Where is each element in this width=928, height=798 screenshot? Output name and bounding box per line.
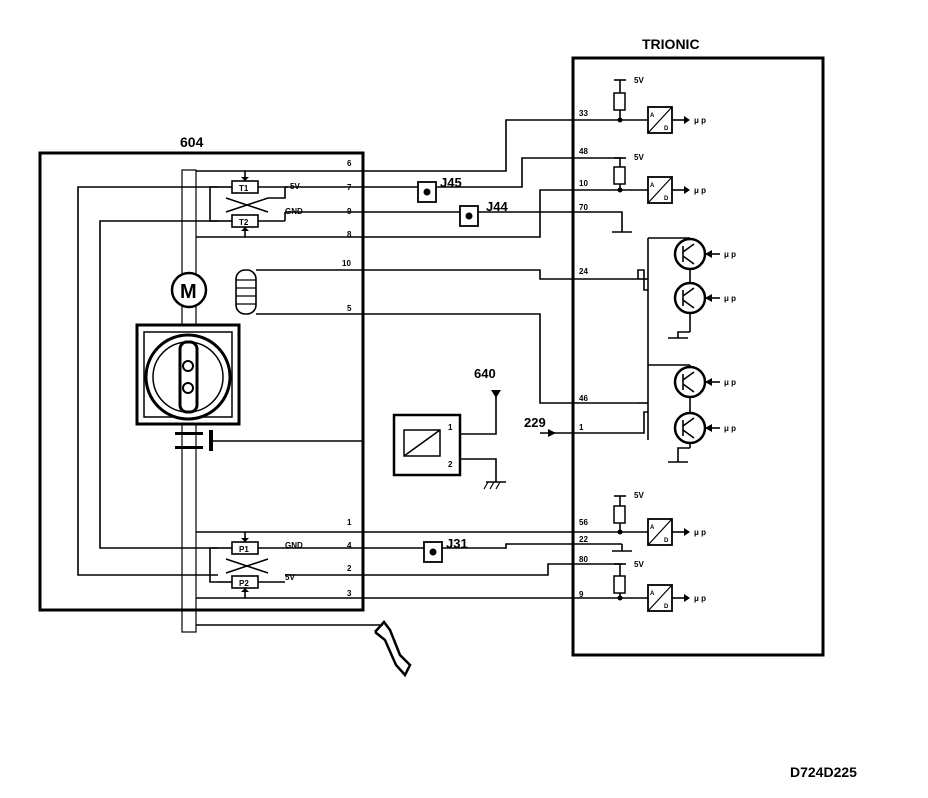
ecu-supply-48: 5V [613, 153, 644, 190]
svg-text:2: 2 [448, 460, 453, 469]
svg-text:70: 70 [579, 203, 588, 212]
svg-text:10: 10 [342, 259, 351, 268]
svg-text:8: 8 [347, 230, 352, 239]
throttle-title: 604 [180, 134, 204, 150]
svg-text:P1: P1 [239, 545, 249, 554]
svg-text:A: A [650, 525, 655, 531]
svg-text:33: 33 [579, 109, 588, 118]
svg-text:μ p: μ p [694, 594, 706, 603]
motor-label: M [180, 281, 197, 303]
svg-text:J44: J44 [486, 199, 508, 214]
svg-text:GND: GND [285, 541, 303, 550]
svg-text:9: 9 [579, 590, 584, 599]
svg-text:10: 10 [579, 179, 588, 188]
ad-converter-2: A D μ p [617, 176, 706, 204]
ad-converter-3: 5V A D μ p [613, 491, 706, 546]
svg-text:μ p: μ p [724, 378, 736, 387]
throttle-box [38, 151, 365, 612]
transistor-2: μ p [673, 269, 736, 332]
svg-text:J45: J45 [440, 175, 462, 190]
svg-text:5V: 5V [634, 560, 644, 569]
svg-text:D: D [664, 538, 669, 544]
svg-text:48: 48 [579, 147, 588, 156]
svg-text:5: 5 [347, 304, 352, 313]
motor-symbol [170, 271, 208, 309]
svg-text:80: 80 [579, 555, 588, 564]
pedal-symbol [374, 620, 412, 678]
connector-j31: J31 [423, 536, 468, 563]
transistor-3: μ p [673, 365, 736, 399]
svg-text:22: 22 [579, 535, 588, 544]
coil-symbol [235, 269, 257, 315]
svg-text:2: 2 [347, 564, 352, 573]
svg-text:μ p: μ p [694, 116, 706, 125]
svg-text:1: 1 [448, 423, 453, 432]
relay-640: 1 2 640 [392, 366, 506, 490]
svg-text:T2: T2 [239, 218, 249, 227]
svg-text:46: 46 [579, 394, 588, 403]
svg-text:μ p: μ p [694, 528, 706, 537]
input-229: 229 [524, 415, 638, 437]
svg-text:D: D [664, 196, 669, 202]
ecu-title: TRIONIC [642, 36, 700, 52]
ad-converter-4: A D μ p [617, 584, 706, 612]
svg-text:μ p: μ p [724, 250, 736, 259]
svg-text:A: A [650, 591, 655, 597]
clutch-symbol [175, 430, 363, 451]
svg-text:μ p: μ p [694, 186, 706, 195]
sensor-t2: T2 GND [196, 207, 303, 238]
svg-text:6: 6 [347, 159, 352, 168]
svg-text:μ p: μ p [724, 294, 736, 303]
svg-text:56: 56 [579, 518, 588, 527]
svg-text:A: A [650, 113, 655, 119]
svg-text:4: 4 [347, 541, 352, 550]
svg-text:229: 229 [524, 415, 546, 430]
transistor-4: μ p [673, 397, 736, 448]
ecu-supply-80: 5V [613, 560, 644, 598]
svg-text:5V: 5V [285, 573, 295, 582]
throttle-body [135, 323, 241, 426]
svg-text:A: A [650, 183, 655, 189]
connector-j44: J44 [459, 199, 508, 227]
svg-text:P2: P2 [239, 579, 249, 588]
svg-text:3: 3 [347, 589, 352, 598]
svg-text:D: D [664, 126, 669, 132]
sensor-p2: P2 5V [196, 573, 295, 599]
svg-text:24: 24 [579, 267, 588, 276]
h-bridge [638, 237, 691, 463]
svg-text:μ p: μ p [724, 424, 736, 433]
svg-text:D: D [664, 604, 669, 610]
svg-text:5V: 5V [634, 76, 644, 85]
svg-text:640: 640 [474, 366, 496, 381]
svg-text:5V: 5V [634, 491, 644, 500]
sensor-p1: P1 GND [196, 531, 303, 555]
ecu-box [571, 56, 825, 657]
svg-text:1: 1 [347, 518, 352, 527]
svg-text:1: 1 [579, 423, 584, 432]
svg-text:5V: 5V [634, 153, 644, 162]
ad-converter-1: 5V A D μ p [613, 76, 706, 134]
svg-text:J31: J31 [446, 536, 468, 551]
transistor-1: μ p [673, 237, 736, 271]
connector-j45: J45 [417, 175, 462, 203]
diagram-code: D724D225 [790, 764, 857, 780]
svg-text:T1: T1 [239, 184, 249, 193]
